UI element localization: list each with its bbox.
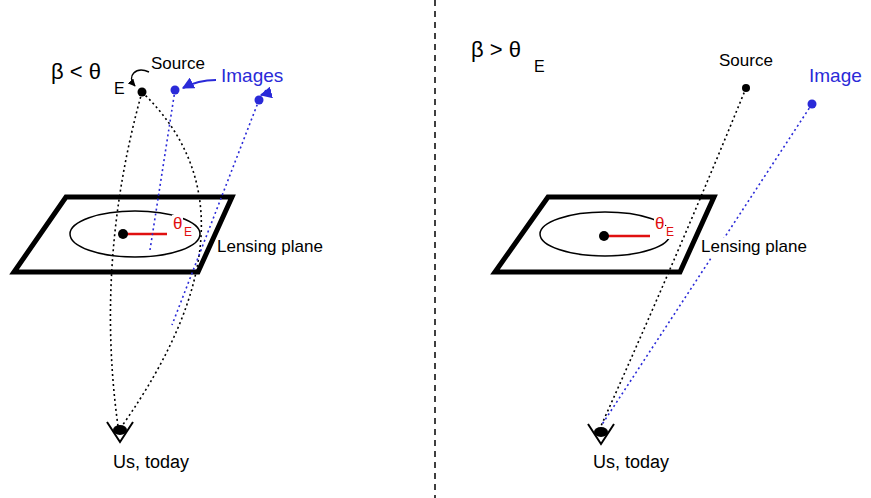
- einstein-angle: θ: [654, 215, 665, 234]
- pointer-arrow: [261, 90, 266, 95]
- image-sightline: [601, 104, 812, 426]
- image-sightline: [172, 100, 259, 325]
- einstein-angle: θ: [172, 215, 183, 234]
- image-dot: [171, 86, 180, 95]
- subscript: E: [113, 80, 126, 98]
- einstein-radius: [604, 235, 650, 238]
- plane-label: Lensing plane: [216, 238, 324, 257]
- light-path: [110, 92, 142, 426]
- observer-eye: [588, 424, 614, 444]
- pointer-arrow: [183, 80, 216, 88]
- observer-label: Us, today: [112, 453, 190, 473]
- source-label: Source: [718, 52, 774, 71]
- lensing-plane: [14, 197, 232, 272]
- lens-mass: [118, 229, 128, 239]
- source-label: Source: [150, 55, 206, 74]
- lens-mass: [599, 231, 609, 241]
- einstein-ring: [70, 211, 200, 257]
- light-path: [122, 92, 201, 426]
- subscript: E: [183, 226, 193, 239]
- subscript: E: [533, 58, 546, 76]
- observer-label: Us, today: [592, 453, 670, 473]
- image-dot: [255, 96, 264, 105]
- subscript: E: [665, 226, 675, 239]
- einstein-radius: [123, 233, 167, 236]
- light-path: [601, 88, 746, 426]
- panel-divider: [434, 0, 436, 498]
- einstein-ring: [540, 212, 670, 256]
- plane-label: Lensing plane: [700, 238, 808, 257]
- case-condition: β < θ: [50, 60, 102, 84]
- source-dot: [138, 88, 147, 97]
- images-label: Images: [220, 66, 284, 87]
- image-label: Image: [808, 66, 863, 87]
- image-dot: [808, 100, 817, 109]
- lensing-plane: [495, 197, 714, 272]
- source-dot: [742, 84, 750, 92]
- observer-eye: [107, 422, 133, 442]
- motion-arrow: [132, 70, 149, 86]
- case-condition: β > θ: [470, 38, 522, 62]
